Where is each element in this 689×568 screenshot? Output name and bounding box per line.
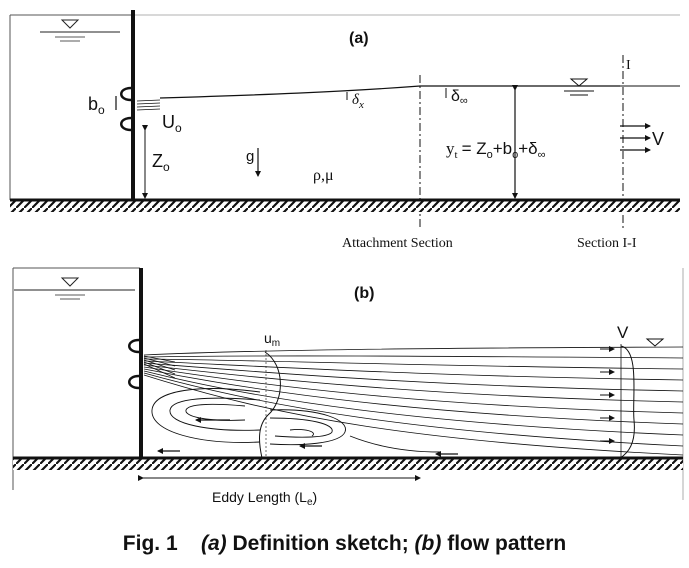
delta-inf-label: δ∞: [451, 88, 468, 107]
section-ii-label: Section I-I: [577, 236, 637, 251]
sluice-gate-wall-b: [139, 268, 143, 458]
attachment-section-label: Attachment Section: [342, 236, 453, 251]
free-surface-line: [159, 85, 620, 99]
rho-mu-label: ρ,μ: [313, 167, 334, 184]
jet-fan-lines: [143, 355, 176, 379]
gate-lip-lower-icon: [120, 116, 132, 132]
v-label-a: V: [652, 129, 664, 149]
g-label: g: [246, 148, 254, 165]
upstream-water-surface-b: [14, 277, 135, 300]
figure-caption: Fig. 1 (a) Definition sketch; (b) flow p…: [0, 532, 689, 556]
gate-lip-lower-b-icon: [128, 374, 140, 390]
caption-a: (a): [200, 532, 227, 555]
v-label-b: V: [617, 323, 629, 342]
velocity-arrows: [620, 123, 651, 153]
z0-label: Zo: [152, 151, 170, 174]
velocity-profile-um: [259, 351, 281, 459]
section-i-mark: I: [626, 58, 631, 73]
um-label: um: [264, 330, 280, 349]
channel-bed-b: [13, 458, 683, 470]
eddy-length-label: Eddy Length (Le): [212, 489, 317, 508]
velocity-profile-v: [619, 345, 635, 459]
downstream-water-symbol-b: [645, 338, 665, 347]
eddy-arrows: [157, 417, 458, 457]
panel-b-label: (b): [354, 285, 374, 302]
jet-issuing-lines: [136, 99, 161, 111]
channel-bed-a: [10, 200, 680, 212]
panel-a-label: (a): [349, 30, 369, 47]
delta-x-label: δx: [352, 92, 364, 111]
downstream-arrows: [600, 346, 615, 444]
caption-fig: Fig. 1: [122, 532, 178, 555]
jet-streamlines: [143, 346, 684, 456]
u0-label: Uo: [162, 112, 182, 135]
upstream-water-surface: [40, 19, 120, 42]
downstream-water-symbol: [564, 78, 594, 96]
sluice-gate-wall: [131, 10, 135, 200]
caption-b-text: flow pattern: [447, 532, 567, 555]
b0-label: bo: [88, 94, 105, 117]
gate-lip-upper-icon: [120, 86, 132, 102]
caption-a-text: Definition sketch;: [232, 532, 409, 555]
gate-lip-upper-b-icon: [128, 338, 140, 354]
eddy-recirculation: [151, 388, 441, 453]
yt-equation: yt= Zo+bo+δ∞: [446, 139, 545, 161]
panel-a: I: [9, 10, 680, 230]
caption-b: (b): [414, 532, 442, 555]
panel-b: [12, 267, 684, 500]
